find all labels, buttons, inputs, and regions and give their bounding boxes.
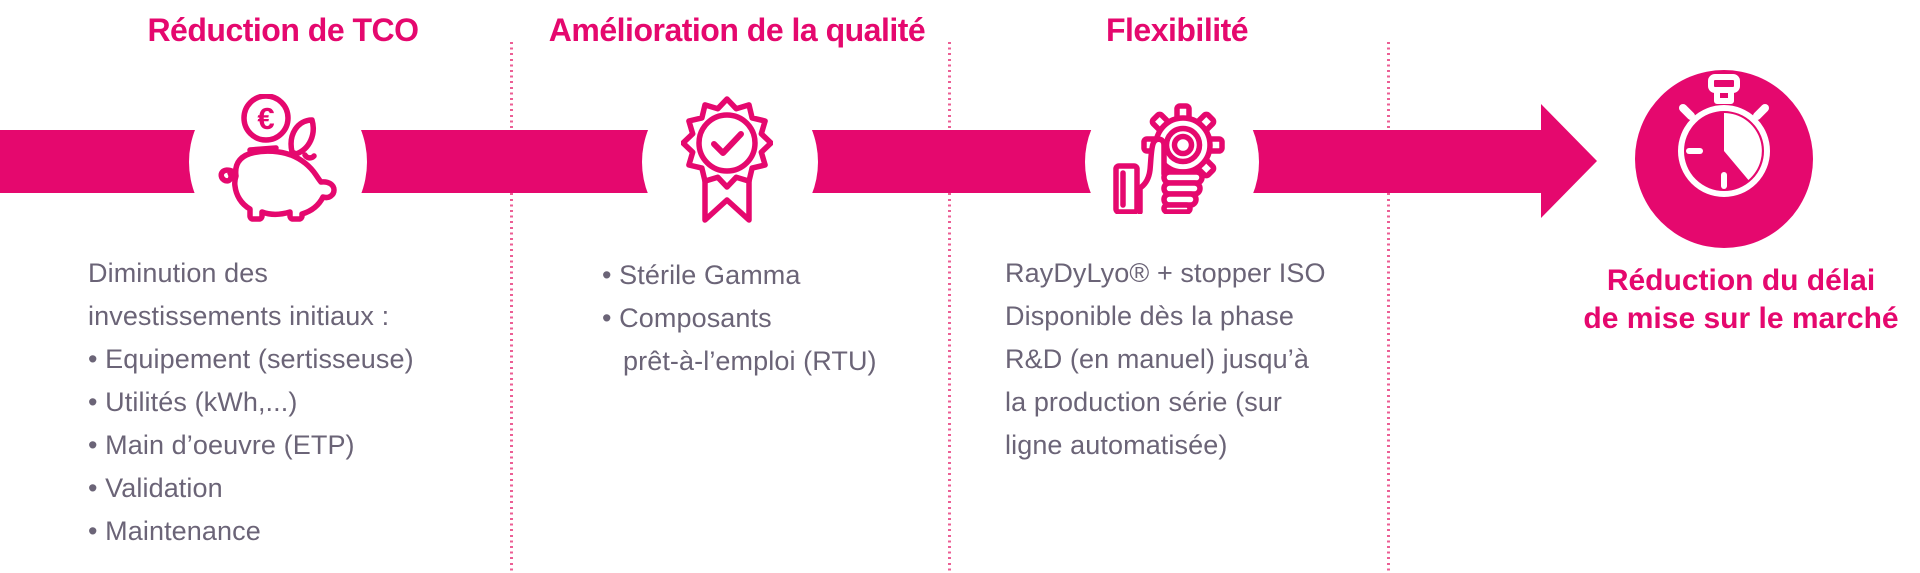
step-title-flexibility: Flexibilité bbox=[1105, 12, 1249, 48]
pig-body bbox=[232, 148, 337, 222]
stopwatch-dial bbox=[1678, 105, 1770, 197]
badge-inner-circle bbox=[696, 112, 758, 174]
stopwatch-icon bbox=[1664, 74, 1784, 214]
result-title-line: Réduction du délai bbox=[1606, 264, 1876, 297]
step-text-flexibility: RayDyLyo® + stopper ISO Disponible dès l… bbox=[1005, 252, 1395, 467]
gear-thumbs-up-icon bbox=[1112, 92, 1234, 214]
column-divider bbox=[510, 42, 513, 573]
step-title-tco: Réduction de TCO bbox=[147, 12, 419, 48]
stopwatch-stem bbox=[1714, 87, 1734, 104]
benefit-line: Disponible dès la phase bbox=[1005, 301, 1294, 331]
badge-starburst bbox=[681, 96, 773, 190]
pig-ear-leaf bbox=[288, 117, 316, 157]
quality-badge-icon bbox=[681, 96, 773, 226]
gear-hub bbox=[1171, 133, 1195, 157]
benefit-line: Diminution des bbox=[88, 258, 268, 288]
process-arrow-head bbox=[1541, 104, 1597, 218]
hand-cuff bbox=[1113, 163, 1140, 214]
step-text-quality: • Stérile Gamma • Composants prêt-à-l’em… bbox=[602, 254, 942, 383]
column-divider bbox=[948, 42, 951, 573]
benefit-line: • Equipement (sertisseuse) bbox=[88, 344, 414, 374]
stopwatch-left-button bbox=[1679, 104, 1695, 120]
euro-coin bbox=[241, 94, 291, 143]
column-divider bbox=[1387, 42, 1390, 573]
benefit-line: ligne automatisée) bbox=[1005, 430, 1228, 460]
result-title-line: de mise sur le marché bbox=[1583, 302, 1899, 335]
benefit-line: • Composants bbox=[602, 303, 772, 333]
benefit-line: investissements initiaux : bbox=[88, 301, 390, 331]
step-title-quality: Amélioration de la qualité bbox=[548, 12, 926, 48]
benefit-line: • Stérile Gamma bbox=[602, 260, 801, 290]
benefit-line: • Utilités (kWh,...) bbox=[88, 387, 298, 417]
time-to-market-circle bbox=[1635, 70, 1813, 248]
benefit-line: • Validation bbox=[88, 473, 223, 503]
benefit-line: R&D (en manuel) jusqu’à bbox=[1005, 344, 1309, 374]
pig-eye bbox=[302, 152, 317, 161]
benefit-line: prêt-à-l’emploi (RTU) bbox=[623, 346, 877, 376]
badge-checkmark bbox=[711, 131, 744, 156]
benefit-line: la production série (sur bbox=[1005, 387, 1283, 417]
result-title: Réduction du délai de mise sur le marché bbox=[1583, 262, 1898, 338]
stopwatch-right-button bbox=[1753, 104, 1769, 120]
hand-finger bbox=[1161, 202, 1193, 214]
piggy-bank-euro-icon: € bbox=[212, 94, 342, 222]
benefit-line: • Maintenance bbox=[88, 516, 261, 546]
step-text-tco: Diminution des investissements initiaux … bbox=[88, 252, 468, 553]
benefit-line: RayDyLyo® + stopper ISO bbox=[1005, 258, 1326, 288]
stopwatch-elapsed-sector bbox=[1724, 113, 1762, 180]
hand-thumb bbox=[1137, 136, 1167, 214]
benefit-line: • Main d’oeuvre (ETP) bbox=[88, 430, 355, 460]
pig-tail bbox=[218, 167, 237, 184]
svg-text:€: € bbox=[257, 101, 274, 136]
coin-slot bbox=[247, 145, 279, 153]
